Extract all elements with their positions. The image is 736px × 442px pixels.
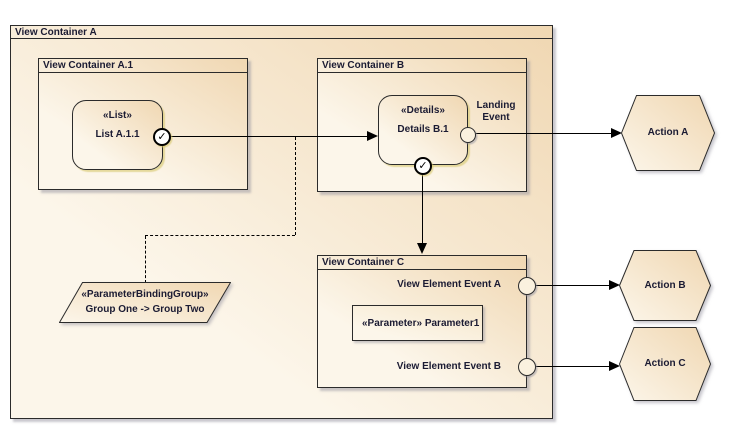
parameter-element[interactable]: «Parameter» Parameter1 <box>352 305 483 341</box>
arrowhead-icon <box>417 243 427 254</box>
action-a-label: Action A <box>647 127 689 138</box>
parameter-label: «Parameter» Parameter1 <box>362 317 480 329</box>
arrowhead-icon <box>611 128 622 138</box>
view-container-c-titlebar: View Container C <box>318 256 526 270</box>
connector-event-b-to-action-c[interactable] <box>536 366 609 367</box>
arrowhead-icon <box>609 280 620 290</box>
arrowhead-icon <box>367 131 378 141</box>
view-container-a1-titlebar: View Container A.1 <box>39 59 247 73</box>
list-exit-port[interactable]: ✓ <box>153 128 171 146</box>
hexagon-icon <box>619 250 711 321</box>
view-container-b-title: View Container B <box>322 60 405 71</box>
details-exit-port[interactable]: ✓ <box>414 157 432 175</box>
hexagon-icon <box>621 95 715 171</box>
action-c-element[interactable]: Action C <box>619 327 711 401</box>
connector-list-to-details[interactable] <box>171 136 367 137</box>
landing-event-label: Landing Event <box>476 100 516 123</box>
action-c-label: Action C <box>644 358 686 369</box>
action-b-label: Action B <box>644 279 686 291</box>
view-container-a-titlebar: View Container A <box>11 26 552 39</box>
list-element[interactable]: «List» List A.1.1 <box>72 100 163 170</box>
view-container-a1-title: View Container A.1 <box>43 60 134 71</box>
view-element-event-b-label: View Element Event B <box>396 361 501 372</box>
binding-group-stereotype: «ParameterBindingGroup» <box>81 289 209 300</box>
action-a-element[interactable]: Action A <box>621 95 715 171</box>
arrowhead-icon <box>609 361 620 371</box>
details-stereotype: «Details» <box>401 105 445 116</box>
list-name: List A.1.1 <box>95 129 140 140</box>
details-element[interactable]: «Details» Details B.1 <box>378 95 468 165</box>
view-container-c-title: View Container C <box>322 257 405 268</box>
parallelogram-icon <box>59 282 231 323</box>
connector-binding-dashed-segment[interactable] <box>295 137 296 235</box>
view-element-event-a-label: View Element Event A <box>397 279 501 290</box>
connector-binding-dashed-segment[interactable] <box>145 235 295 236</box>
checkmark-icon: ✓ <box>157 130 167 143</box>
hexagon-icon <box>619 327 711 401</box>
view-element-event-b-port[interactable] <box>518 358 536 376</box>
connector-event-a-to-action-b[interactable] <box>536 285 609 286</box>
action-b-element[interactable]: Action B <box>619 250 711 321</box>
connector-details-to-container-c[interactable] <box>422 175 423 243</box>
list-stereotype: «List» <box>103 110 132 121</box>
details-name: Details B.1 <box>397 124 449 135</box>
binding-group-name: Group One -> Group Two <box>85 304 205 315</box>
binding-group-element[interactable]: «ParameterBindingGroup» Group One -> Gro… <box>59 282 231 323</box>
view-element-event-a-port[interactable] <box>518 277 536 295</box>
landing-event-port[interactable] <box>460 127 476 143</box>
view-container-b-titlebar: View Container B <box>318 59 526 73</box>
connector-landing-to-action-a[interactable] <box>476 133 611 134</box>
connector-binding-dashed-segment[interactable] <box>145 236 146 283</box>
view-container-a-title: View Container A <box>15 26 97 38</box>
checkmark-icon: ✓ <box>418 159 428 172</box>
